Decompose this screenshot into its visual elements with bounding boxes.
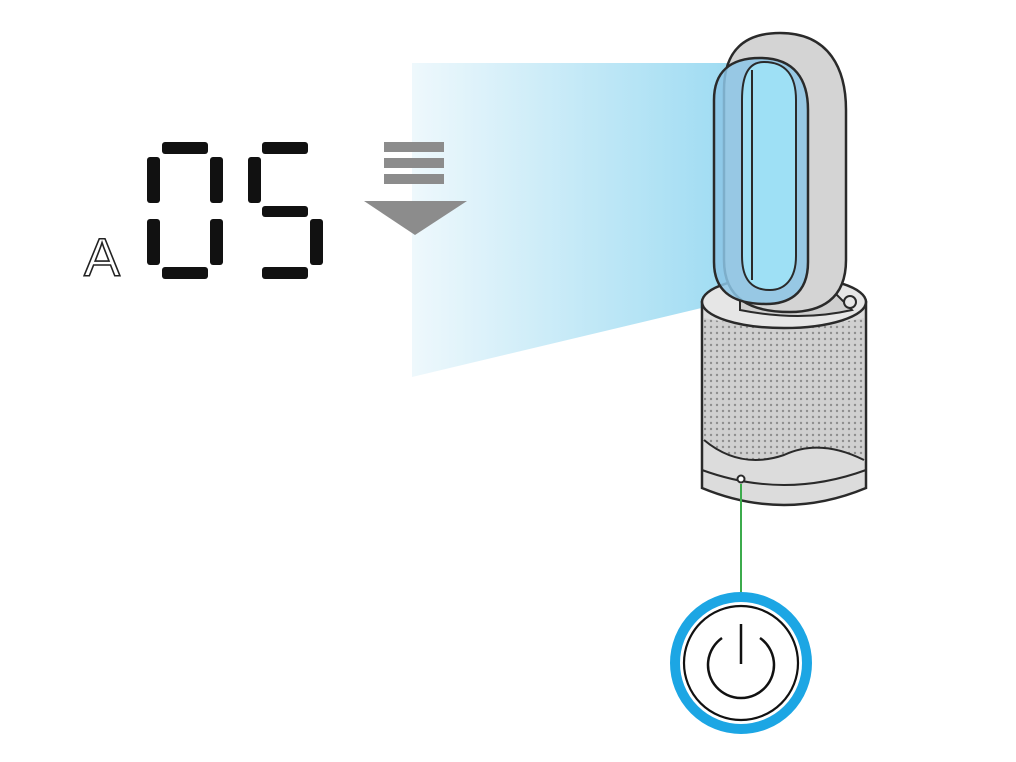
device-illustration xyxy=(700,31,868,507)
power-icon xyxy=(682,604,800,722)
device-loop-opening xyxy=(741,60,797,292)
speed-digit-5 xyxy=(248,142,323,279)
down-arrow-icon xyxy=(364,142,467,235)
airflow-beam xyxy=(412,63,735,377)
device-filter-mesh xyxy=(704,318,864,460)
speed-digit-0 xyxy=(147,142,223,279)
power-button[interactable] xyxy=(670,592,812,734)
mode-letter: A xyxy=(84,228,120,288)
power-button-location xyxy=(736,474,746,484)
sensor-dot xyxy=(843,295,857,309)
